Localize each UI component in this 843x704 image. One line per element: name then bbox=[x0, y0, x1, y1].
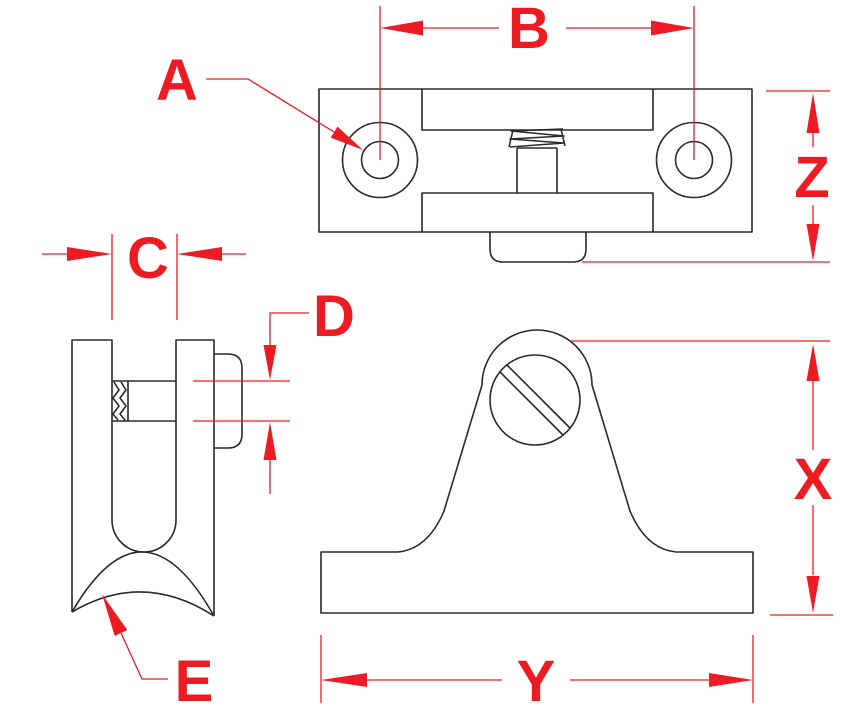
dim-label-a: A bbox=[156, 48, 198, 113]
dim-label-d: D bbox=[313, 284, 355, 349]
dim-c-left-arrowhead bbox=[67, 247, 112, 261]
dim-b-extension-lines bbox=[379, 6, 695, 160]
dim-y-extension-lines bbox=[320, 635, 754, 703]
dim-label-c: C bbox=[127, 226, 169, 291]
dim-y-left-arrowhead bbox=[321, 673, 367, 687]
dim-a-arrowhead bbox=[330, 126, 363, 150]
dim-e-arrowhead bbox=[102, 594, 128, 636]
front-view-screw-slot bbox=[499, 364, 571, 436]
dim-label-x: X bbox=[794, 447, 833, 512]
top-view-knuckle-tab bbox=[489, 232, 587, 263]
dim-b-left-arrowhead bbox=[380, 20, 423, 36]
side-view-pin bbox=[127, 380, 176, 422]
side-view-pin-threads bbox=[112, 380, 128, 422]
dim-z-bottom-arrowhead bbox=[806, 224, 820, 261]
top-view-stud-threads bbox=[508, 128, 566, 148]
dim-c-extension-lines bbox=[111, 234, 178, 320]
dim-z-extension-lines bbox=[582, 90, 830, 263]
dim-d-top-arrowhead bbox=[263, 345, 277, 380]
dim-label-e: E bbox=[175, 649, 214, 704]
side-view-right-plate bbox=[175, 339, 215, 616]
side-view-left-plate bbox=[71, 339, 113, 612]
side-view-knuckle-tab bbox=[214, 353, 243, 449]
dim-b-right-arrowhead bbox=[651, 20, 694, 36]
dim-x-extension-lines bbox=[570, 340, 833, 616]
part-geometry-layer bbox=[71, 88, 754, 617]
dim-e-leader-line bbox=[120, 632, 168, 680]
dim-d-leader-line bbox=[269, 312, 309, 345]
dim-label-y: Y bbox=[517, 649, 556, 704]
dim-d-extension-lines bbox=[193, 380, 290, 422]
dim-d-bottom-arrowhead bbox=[263, 422, 277, 460]
dimension-arrowheads-layer bbox=[67, 20, 820, 687]
top-view-upper-step bbox=[421, 89, 654, 131]
side-view-slot-bottom bbox=[111, 519, 177, 553]
dim-x-bottom-arrowhead bbox=[806, 576, 820, 613]
dimension-labels-layer: A B C D E X Y Z bbox=[127, 0, 833, 704]
front-view bbox=[320, 329, 754, 614]
side-view bbox=[71, 339, 243, 617]
dim-z-top-arrowhead bbox=[806, 93, 820, 133]
dimension-lines-layer bbox=[42, 6, 833, 703]
top-view-base-plate-outline bbox=[318, 88, 753, 233]
front-view-body-outline bbox=[320, 329, 754, 614]
side-view-saddle-upper-arc bbox=[71, 551, 215, 617]
top-view-lower-step bbox=[421, 192, 654, 232]
dim-c-right-arrowhead bbox=[177, 247, 222, 261]
dim-label-b: B bbox=[508, 0, 550, 61]
front-view-screw-head bbox=[489, 354, 581, 446]
top-view bbox=[318, 88, 753, 263]
top-view-stud bbox=[516, 147, 558, 193]
dim-x-top-arrowhead bbox=[806, 344, 820, 381]
dim-label-z: Z bbox=[794, 145, 829, 210]
dim-y-right-arrowhead bbox=[709, 673, 753, 687]
side-view-saddle-lower-arc bbox=[71, 591, 215, 617]
dim-a-leader-line bbox=[206, 78, 340, 136]
